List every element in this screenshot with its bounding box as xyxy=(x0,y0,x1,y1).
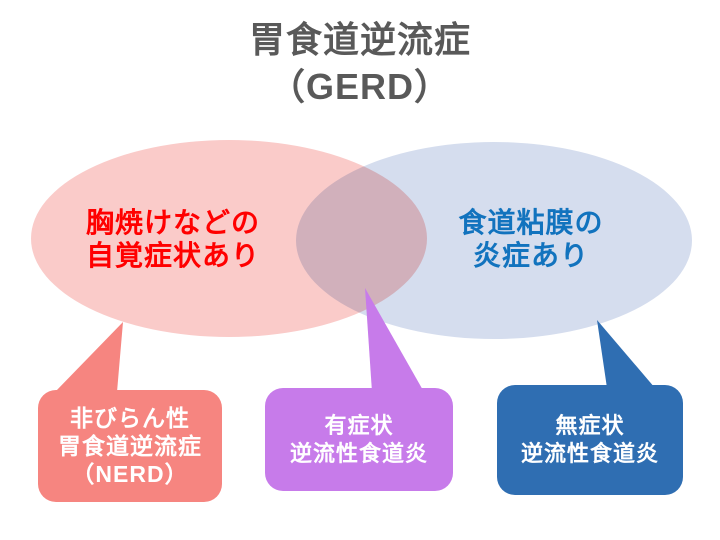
symptomatic-callout-line-2: 逆流性食道炎 xyxy=(289,440,428,466)
title-line-2: （GERD） xyxy=(268,66,451,107)
right-ellipse xyxy=(296,142,692,339)
asymptomatic-callout-line-2: 逆流性食道炎 xyxy=(520,441,659,466)
symptomatic-callout-line-1: 有症状 xyxy=(324,412,394,438)
asymptomatic-callout: 無症状 逆流性食道炎 xyxy=(497,385,683,495)
nerd-callout-line-2: 胃食道逆流症 xyxy=(58,433,202,459)
page-title: 胃食道逆流症 （GERD） xyxy=(0,16,720,110)
nerd-callout-line-1: 非びらん性 xyxy=(70,405,190,431)
left-ellipse-label-line-1: 胸焼けなどの xyxy=(85,207,260,238)
right-ellipse-label-line-1: 食道粘膜の xyxy=(458,207,604,238)
right-ellipse-label: 食道粘膜の 炎症あり xyxy=(421,206,641,272)
right-ellipse-label-line-2: 炎症あり xyxy=(472,240,589,271)
left-ellipse-label-line-2: 自覚症状あり xyxy=(85,240,260,271)
asymptomatic-callout-line-1: 無症状 xyxy=(555,413,625,438)
left-ellipse-label: 胸焼けなどの 自覚症状あり xyxy=(63,206,283,272)
symptomatic-callout: 有症状 逆流性食道炎 xyxy=(265,388,453,491)
title-line-1: 胃食道逆流症 xyxy=(248,19,471,60)
nerd-callout: 非びらん性 胃食道逆流症 （NERD） xyxy=(38,390,222,502)
nerd-callout-line-3: （NERD） xyxy=(71,461,189,487)
